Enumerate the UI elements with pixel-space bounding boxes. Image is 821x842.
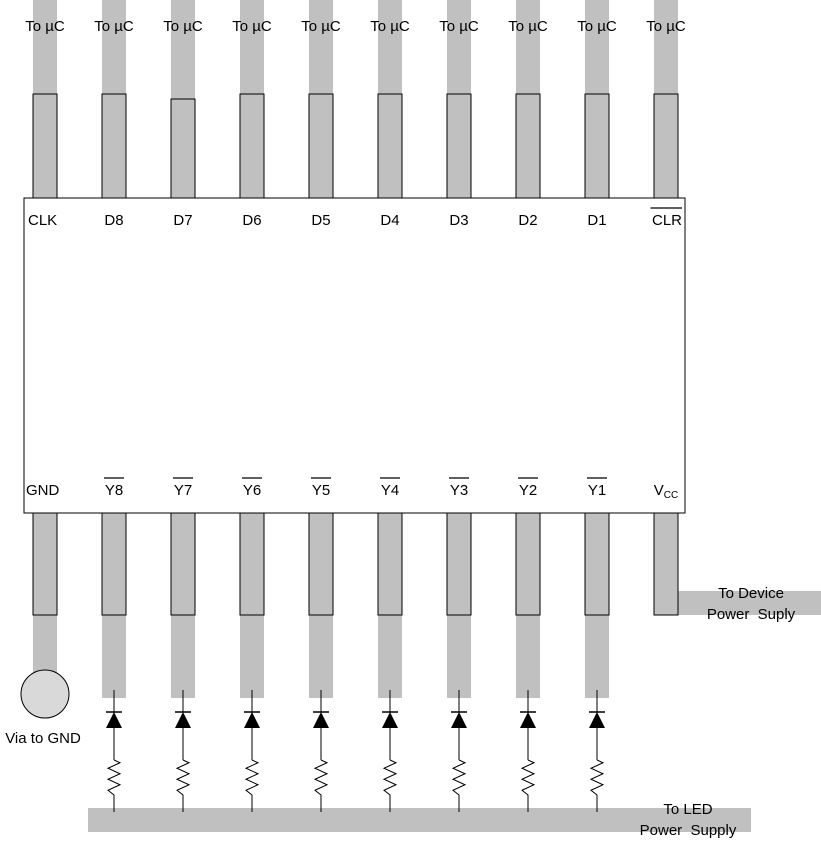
top-pad-clk — [32, 93, 58, 199]
pin-label-y1: Y1 — [588, 482, 606, 499]
led-supply-trace — [88, 808, 751, 832]
top-pad-d2 — [515, 93, 541, 199]
pin-label-d3: D3 — [449, 212, 468, 229]
pin-label-y6: Y6 — [243, 482, 261, 499]
trace-label-to-uc: To µC — [370, 18, 410, 35]
trace-label-to-uc: To µC — [25, 18, 65, 35]
top-pad-d8 — [101, 93, 127, 199]
led-supply-label-line1: To LED — [663, 801, 712, 818]
pin-label-d6: D6 — [242, 212, 261, 229]
top-pad-d5 — [308, 93, 334, 199]
pin-label-d2: D2 — [518, 212, 537, 229]
pin-label-y8: Y8 — [105, 482, 123, 499]
pin-label-y5: Y5 — [312, 482, 330, 499]
trace-label-to-uc: To µC — [301, 18, 341, 35]
pin-label-subscript: CC — [664, 490, 678, 501]
pin-label-y4: Y4 — [381, 482, 399, 499]
pin-label-d8: D8 — [104, 212, 123, 229]
bottom-pad-y7 — [170, 512, 196, 616]
bottom-pad-y2 — [515, 512, 541, 616]
top-pad-d4 — [377, 93, 403, 199]
trace-label-to-uc: To µC — [646, 18, 686, 35]
bottom-pad-y3 — [446, 512, 472, 616]
pin-label-d7: D7 — [173, 212, 192, 229]
diode-icon — [520, 712, 536, 728]
bottom-pad-gnd — [32, 512, 58, 616]
led-channel — [175, 690, 191, 812]
pin-label-gnd: GND — [26, 482, 60, 499]
top-pad-d3 — [446, 93, 472, 199]
device-supply-trace — [666, 591, 821, 615]
diode-icon — [451, 712, 467, 728]
ground-via — [20, 669, 70, 719]
resistor-icon — [382, 759, 398, 812]
led-circuits-layer — [106, 690, 605, 812]
pin-label-clr: CLR — [652, 212, 682, 229]
diode-icon — [175, 712, 191, 728]
trace-label-to-uc: To µC — [163, 18, 203, 35]
top-pad-d6 — [239, 93, 265, 199]
trace-label-to-uc: To µC — [508, 18, 548, 35]
led-supply-label-line2: Power Supply — [640, 822, 737, 839]
diode-icon — [244, 712, 260, 728]
led-channel — [106, 690, 122, 812]
resistor-icon — [451, 759, 467, 812]
resistor-icon — [589, 759, 605, 812]
top-pad-d7 — [170, 98, 196, 199]
bottom-pad-vcc — [653, 512, 679, 616]
device-supply-label-line2: Power Suply — [707, 606, 796, 623]
resistor-icon — [244, 759, 260, 812]
diode-icon — [382, 712, 398, 728]
bottom-pad-y5 — [308, 512, 334, 616]
pads-layer — [32, 93, 679, 616]
pin-label-y3: Y3 — [450, 482, 468, 499]
diode-icon — [313, 712, 329, 728]
led-channel — [451, 690, 467, 812]
pin-label-y2: Y2 — [519, 482, 537, 499]
trace-label-to-uc: To µC — [94, 18, 134, 35]
pin-label-clk: CLK — [28, 212, 57, 229]
trace-label-to-uc: To µC — [577, 18, 617, 35]
diode-icon — [106, 712, 122, 728]
pin-label-d4: D4 — [380, 212, 399, 229]
top-pad-clr — [653, 93, 679, 199]
pin-labels-layer: To µC CLK To µC D8 To µC D7 To µC D6 To µC D5 To µ… — [25, 18, 686, 501]
led-channel — [520, 690, 536, 812]
led-channel — [382, 690, 398, 812]
device-supply-label-line1: To Device — [718, 585, 784, 602]
resistor-icon — [520, 759, 536, 812]
resistor-icon — [313, 759, 329, 812]
trace-label-to-uc: To µC — [232, 18, 272, 35]
trace-label-to-uc: To µC — [439, 18, 479, 35]
diode-icon — [589, 712, 605, 728]
top-pad-d1 — [584, 93, 610, 199]
bottom-pad-y8 — [101, 512, 127, 616]
resistor-icon — [175, 759, 191, 812]
led-channel — [589, 690, 605, 812]
led-channel — [244, 690, 260, 812]
led-channel — [313, 690, 329, 812]
pin-label-y7: Y7 — [174, 482, 192, 499]
bottom-pad-y4 — [377, 512, 403, 616]
ic-package-outline — [23, 197, 686, 514]
resistor-icon — [106, 759, 122, 812]
pin-label-d5: D5 — [311, 212, 330, 229]
via-label: Via to GND — [5, 730, 81, 747]
bottom-pad-y6 — [239, 512, 265, 616]
pin-label-d1: D1 — [587, 212, 606, 229]
bottom-pad-y1 — [584, 512, 610, 616]
